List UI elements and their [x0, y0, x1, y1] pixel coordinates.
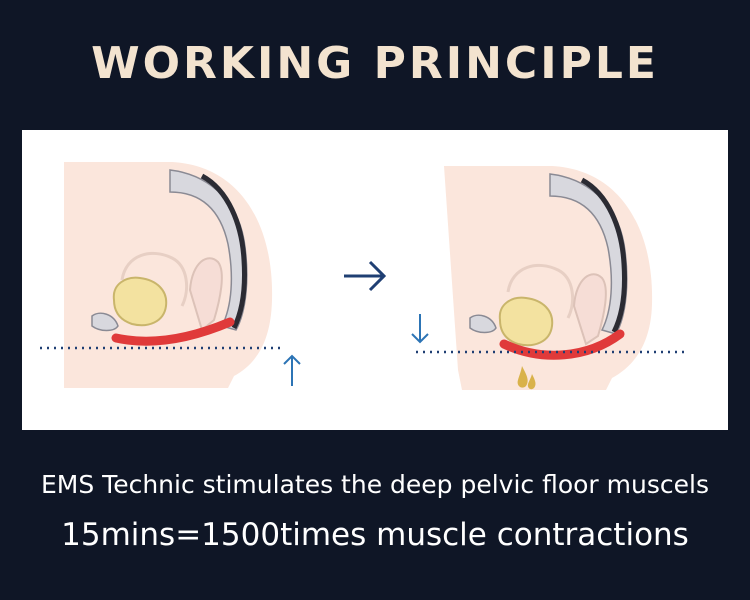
spine-cord-contracted [580, 177, 627, 334]
caption-line-2: 15mins=1500times muscle contractions [61, 517, 689, 553]
bladder-relaxed [112, 276, 168, 327]
pubic-bone-relaxed [91, 312, 119, 332]
uterus-contracted [572, 273, 607, 346]
organ-outline-contracted [506, 263, 575, 319]
drop-icon [517, 366, 536, 390]
uterus-relaxed [188, 257, 223, 332]
pelvis-contracted-illustration [411, 166, 684, 390]
page-title: WORKING PRINCIPLE [91, 38, 659, 89]
arrow-down-icon [411, 314, 429, 344]
caption-line-1: EMS Technic stimulates the deep pelvic f… [41, 470, 709, 499]
spine-cord-relaxed [200, 173, 247, 330]
organ-outline-relaxed [120, 251, 189, 307]
pelvic-floor-muscle-contracted [499, 329, 625, 360]
diagram-panel [22, 130, 728, 430]
arrow-up-icon [283, 354, 301, 386]
pelvic-diagram [40, 162, 684, 390]
pelvis-relaxed-illustration [40, 162, 301, 388]
pelvic-floor-muscle-relaxed [111, 317, 235, 346]
bladder-contracted [498, 296, 554, 347]
arrow-right-icon [344, 260, 387, 292]
pubic-bone-contracted [469, 314, 497, 334]
